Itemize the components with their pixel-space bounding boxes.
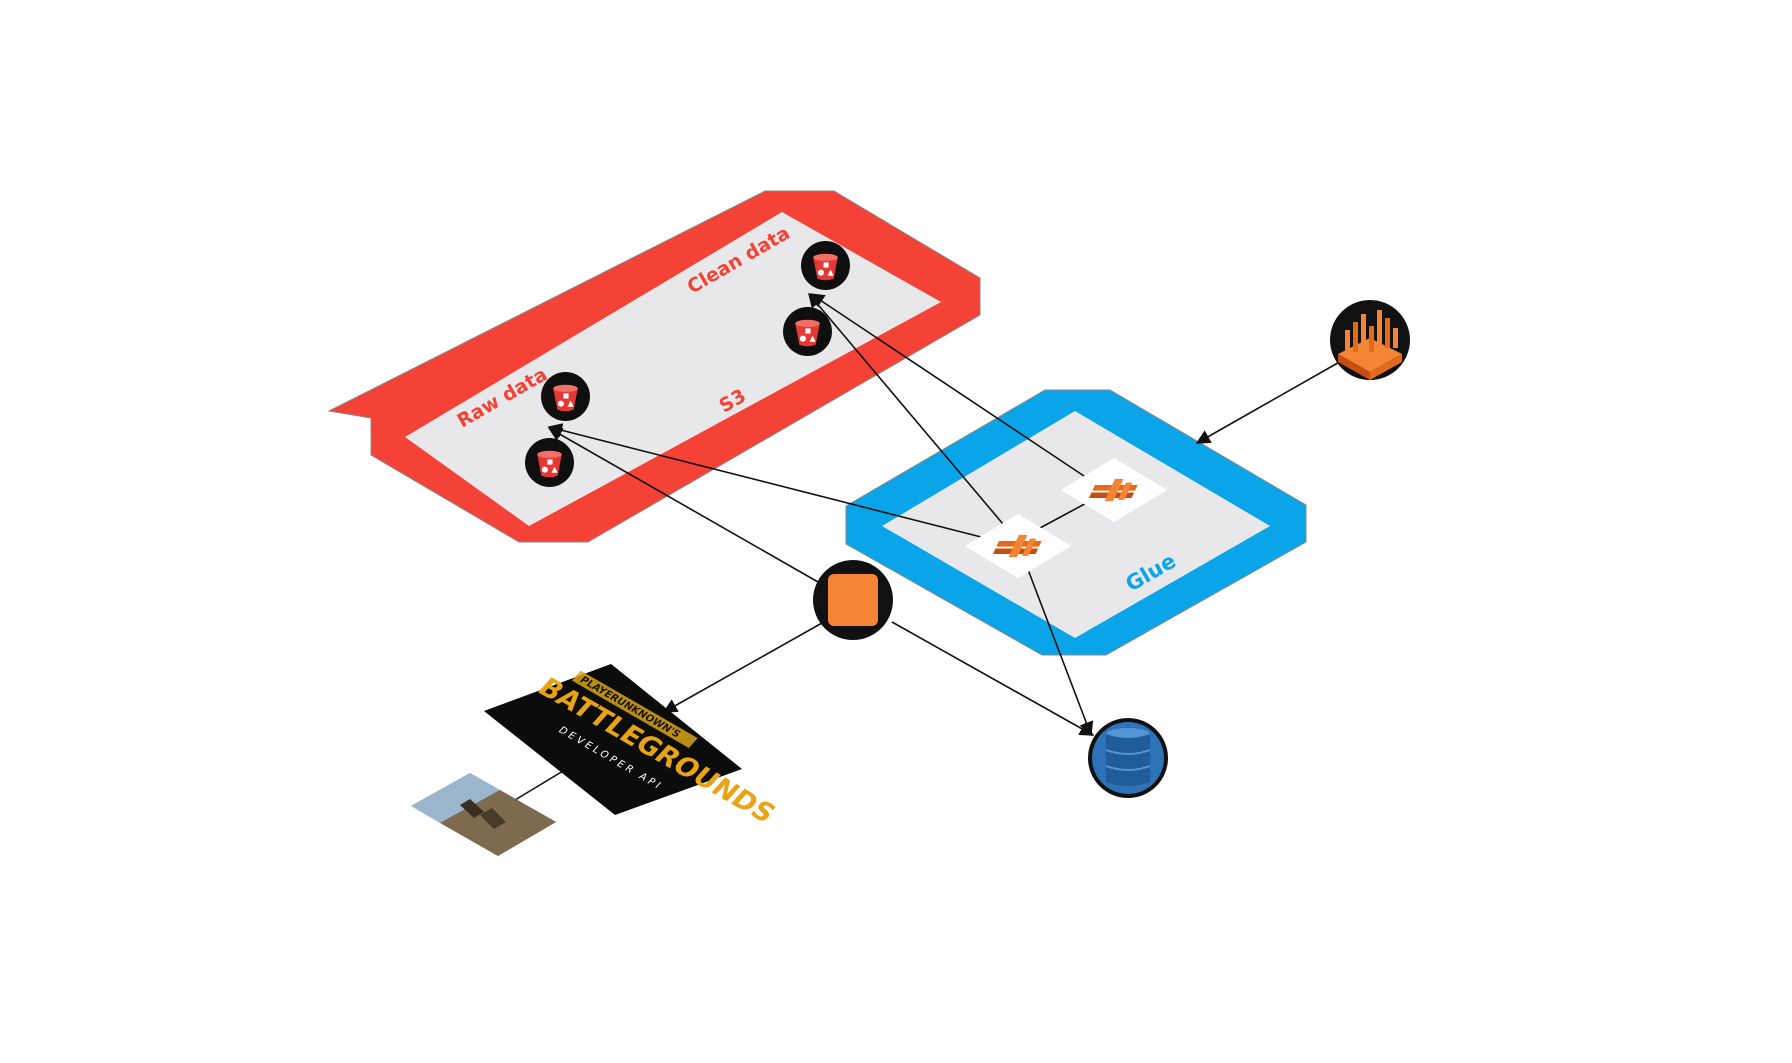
raw-bucket-2-icon[interactable] <box>525 438 574 487</box>
analytics-icon[interactable] <box>1330 300 1410 380</box>
glue-job-link <box>1039 499 1093 529</box>
arrow-compute-to-pubg-api <box>662 622 823 713</box>
arrow-glue-to-clean-bucket <box>808 292 1004 525</box>
arrow-compute-to-raw-bucket <box>547 427 826 587</box>
arrow-compute-to-dynamodb <box>891 621 1095 736</box>
raw-bucket-1-icon[interactable] <box>541 372 590 421</box>
glue-group: Glue <box>845 389 1307 656</box>
arrow-glue2-to-clean-bucket <box>809 293 1088 479</box>
glue-group-area <box>882 411 1270 638</box>
connections <box>514 292 1344 801</box>
game-screenshot <box>411 773 556 856</box>
dynamodb-icon[interactable] <box>1088 718 1168 798</box>
compute-icon[interactable] <box>813 560 893 640</box>
clean-bucket-1-icon[interactable] <box>801 241 850 290</box>
arrow-analytics-to-glue <box>1195 359 1344 444</box>
arrow-glue-to-dynamodb <box>1026 566 1094 737</box>
clean-bucket-2-icon[interactable] <box>783 307 832 356</box>
arrow-glue-to-raw-bucket <box>547 423 986 539</box>
